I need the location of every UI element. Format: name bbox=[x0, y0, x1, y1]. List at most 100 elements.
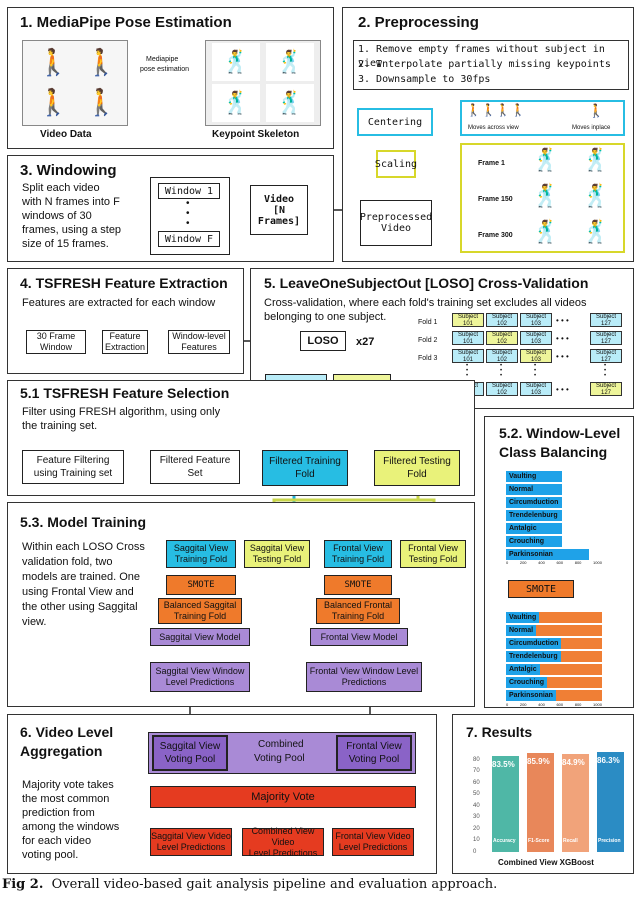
panel-feature-extraction bbox=[7, 268, 244, 374]
smote-box-frontal: SMOTE bbox=[324, 575, 392, 595]
aggregation-desc-2: the most common bbox=[22, 793, 110, 805]
fro-pred-label-1: Frontal View Window Level bbox=[309, 666, 419, 676]
moves-inplace-label: Moves inplace bbox=[572, 125, 611, 131]
preprocessed-label-2: Video bbox=[380, 223, 412, 234]
class-bar-after: Crouching bbox=[506, 677, 602, 688]
sag-train-label-2: Training Fold bbox=[174, 554, 228, 564]
y-tick-label: 30 bbox=[473, 814, 480, 821]
ellipsis-dots: • • • bbox=[556, 352, 569, 361]
subject-cell: Subject 102 bbox=[486, 313, 518, 327]
sag-train-label-1: Saggital View bbox=[173, 543, 229, 553]
bal-sag-label-1: Balanced Saggital bbox=[163, 600, 237, 610]
results-subtitle: Combined View XGBoost bbox=[498, 858, 594, 867]
loso-box: LOSO bbox=[300, 331, 346, 351]
panel-5-title: 5. LeaveOneSubjectOut [LOSO] Cross-Valid… bbox=[264, 275, 589, 291]
vertical-dots: ••• bbox=[604, 363, 607, 379]
class-bar-after: Circumduction bbox=[506, 638, 602, 649]
keypoint-skeleton-label: Keypoint Skeleton bbox=[212, 129, 300, 140]
aggregation-desc-6: voting pool. bbox=[22, 849, 79, 861]
class-bar-after: Parkinsonian bbox=[506, 690, 602, 701]
panel-52-title-1: 5.2. Window-Level bbox=[499, 425, 621, 441]
tick: 200 bbox=[519, 702, 527, 707]
walker-icon: 🚶 bbox=[85, 47, 118, 77]
bal-sag-label-2: Training Fold bbox=[173, 611, 227, 621]
class-bar-before: Normal bbox=[506, 484, 562, 495]
windowing-desc-5: size of 15 frames. bbox=[22, 238, 109, 250]
y-tick-label: 50 bbox=[473, 791, 480, 798]
subject-cell: Subject 101 bbox=[452, 349, 484, 363]
video-frames-grid: 🚶 🚶 🚶 🚶 bbox=[22, 40, 128, 126]
fro-train-label-2: Training Fold bbox=[331, 554, 385, 564]
y-tick-label: 20 bbox=[473, 825, 480, 832]
result-category-label: Precision bbox=[598, 838, 621, 844]
y-tick-label: 40 bbox=[473, 802, 480, 809]
model-training-desc-1: Within each LOSO Cross bbox=[22, 541, 145, 553]
filtered-testing-fold-label-2: Fold bbox=[407, 469, 427, 480]
caption-fig-label: Fig 2. bbox=[2, 877, 44, 892]
filtered-testing-fold-label-1: Filtered Testing bbox=[383, 456, 451, 467]
walker-icon: 🚶 bbox=[37, 87, 70, 117]
result-bar bbox=[527, 752, 554, 852]
panel-1-title: 1. MediaPipe Pose Estimation bbox=[20, 14, 232, 31]
skeleton-icon: 🕺 bbox=[582, 147, 610, 172]
windowing-desc-4: frames, using a step bbox=[22, 224, 122, 236]
feature-selection-desc-1: Filter using FRESH algorithm, using only bbox=[22, 406, 221, 418]
tick: 800 bbox=[574, 560, 582, 565]
mediapipe-label: Mediapipe bbox=[146, 56, 179, 63]
frontal-view-model-box: Frontal View Model bbox=[310, 628, 408, 646]
result-category-label: Accuracy bbox=[493, 838, 516, 844]
skeleton-icon: 🕺 bbox=[532, 219, 560, 244]
vertical-dots: ••• bbox=[466, 363, 469, 379]
vertical-dots: ••• bbox=[500, 363, 503, 379]
step-2: 2. Interpolate partially missing keypoin… bbox=[358, 59, 611, 70]
skeleton-icon: 🕺 bbox=[532, 183, 560, 208]
tick: 200 bbox=[519, 560, 527, 565]
skeleton-icon: 🕺 bbox=[212, 43, 260, 81]
ellipsis-dots: • • • bbox=[556, 334, 569, 343]
class-bar-before: Vaulting bbox=[506, 471, 562, 482]
preprocessed-label-1: Preprocessed bbox=[359, 212, 433, 223]
window-level-label-2: Features bbox=[181, 342, 217, 352]
class-bar-after: Antalgic bbox=[506, 664, 602, 675]
window-level-label-1: Window-level bbox=[172, 331, 226, 341]
y-tick-label: 60 bbox=[473, 779, 480, 786]
single-walker-icon: 🚶 bbox=[588, 103, 605, 118]
class-bar-before: Trendelenburg bbox=[506, 510, 562, 521]
bal-fro-label-1: Balanced Frontal bbox=[323, 600, 393, 610]
result-value-label: 85.9% bbox=[527, 756, 550, 766]
class-bar-before: Antalgic bbox=[506, 523, 562, 534]
model-training-desc-5: the other using Saggital bbox=[22, 601, 138, 613]
comb-out-label-2: Level Predictions bbox=[248, 847, 318, 858]
panel-4-title: 4. TSFRESH Feature Extraction bbox=[20, 275, 228, 291]
moves-across-label: Moves across view bbox=[468, 125, 519, 131]
step-1: 1. Remove empty frames without subject i… bbox=[358, 44, 605, 69]
centering-box: Centering bbox=[357, 108, 433, 136]
saggital-view-model-box: Saggital View Model bbox=[150, 628, 250, 646]
feature-extraction-label-2: Extraction bbox=[104, 342, 146, 352]
window-f-box: Window F bbox=[158, 231, 220, 247]
feature-selection-desc-2: the training set. bbox=[22, 420, 98, 432]
windowing-desc-1: Split each video bbox=[22, 182, 100, 194]
windowing-desc-3: windows of 30 bbox=[22, 210, 92, 222]
aggregation-desc-5: for each video bbox=[22, 835, 92, 847]
crowd-icon: 🚶🚶🚶🚶 bbox=[466, 103, 526, 117]
tick: 400 bbox=[538, 560, 545, 565]
subject-cell: Subject 102 bbox=[486, 349, 518, 363]
panel-51-title: 5.1 TSFRESH Feature Selection bbox=[20, 385, 230, 401]
video-data-label: Video Data bbox=[40, 129, 92, 140]
sag-out-label-2: Level Predictions bbox=[156, 842, 226, 852]
y-tick-label: 80 bbox=[473, 756, 480, 763]
filtered-feature-set-label-2: Set bbox=[187, 468, 203, 479]
windowing-desc-2: with N frames into F bbox=[22, 196, 120, 208]
x27-label: x27 bbox=[356, 336, 375, 348]
fold-label: Fold 3 bbox=[418, 355, 438, 362]
